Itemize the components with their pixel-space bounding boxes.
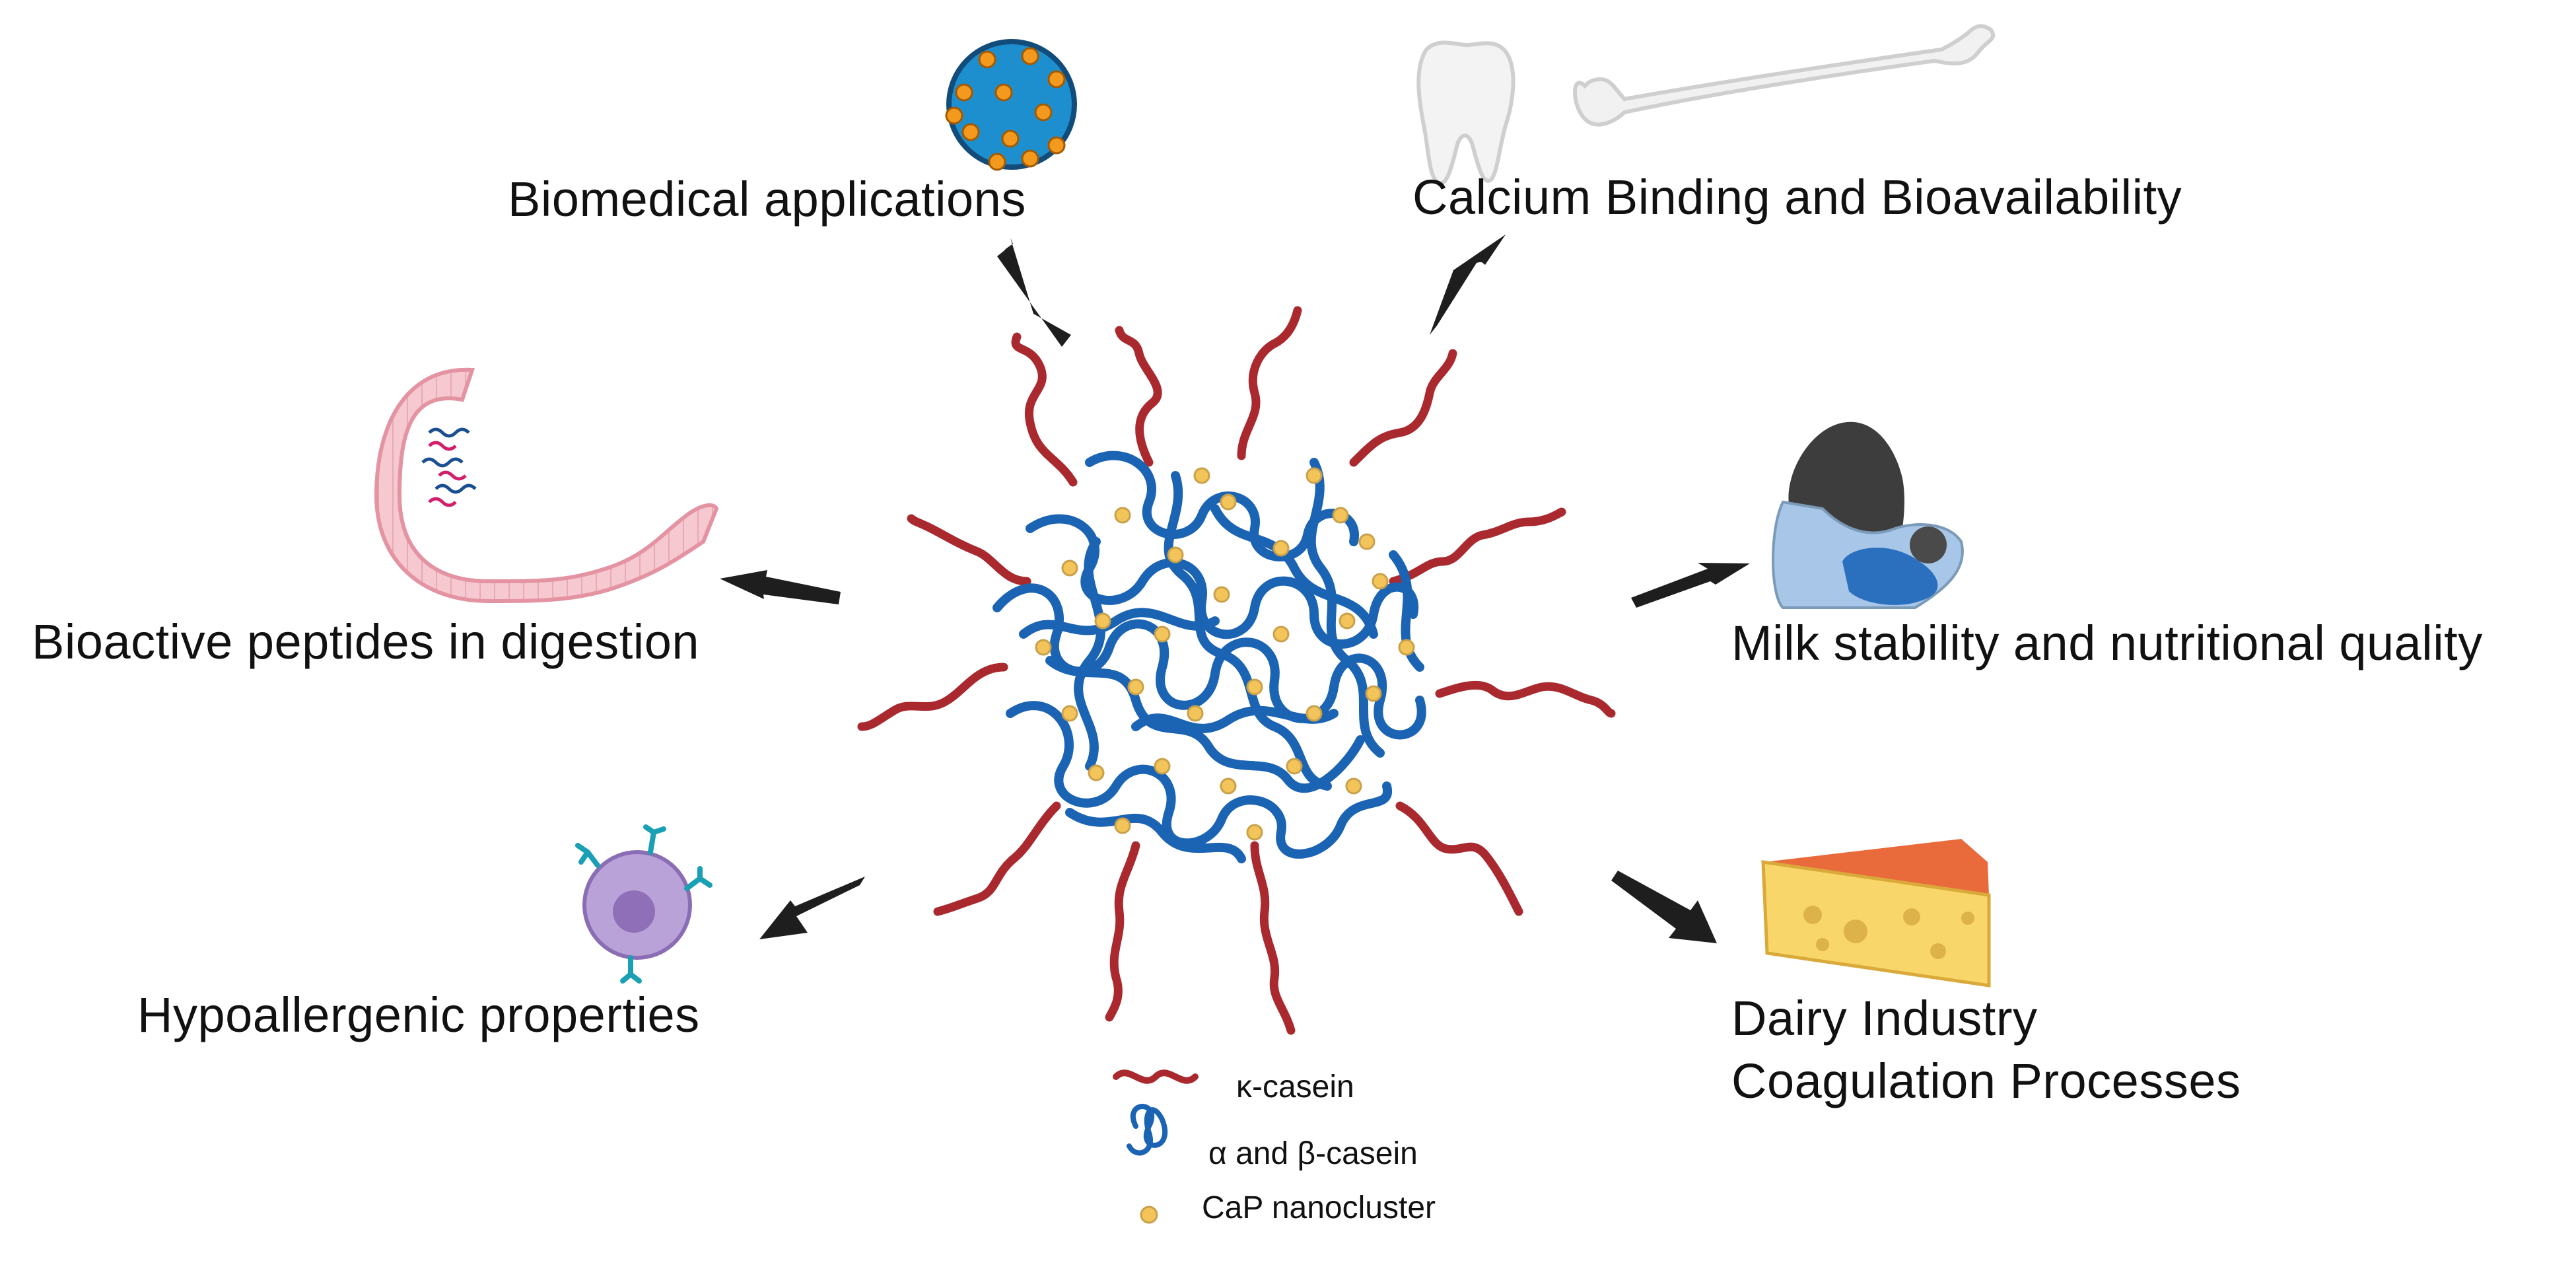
label-coagulation-processes: Coagulation Processes	[1731, 1054, 2241, 1108]
arrows	[720, 234, 1750, 943]
legend-alpha-beta-casein: α and β-casein	[1208, 1136, 1418, 1171]
label-calcium-binding: Calcium Binding and Bioavailability	[1412, 170, 2182, 225]
legend-kappa-casein: κ-casein	[1236, 1069, 1354, 1104]
legend-kappa-symbol	[1113, 1069, 1199, 1084]
legend-cap-symbol	[1140, 1206, 1158, 1224]
label-bioactive-peptides: Bioactive peptides in digestion	[32, 614, 700, 669]
cheese-icon	[1761, 839, 1991, 988]
cap-nanoclusters	[1035, 467, 1415, 841]
label-hypoallergenic: Hypoallergenic properties	[137, 988, 700, 1042]
intestine-icon	[374, 367, 719, 604]
arrow-to-dairy	[1611, 871, 1717, 943]
casein-micelle	[857, 306, 1616, 1035]
legend-alpha-beta-symbol	[1127, 1104, 1168, 1156]
mother-baby-icon	[1772, 421, 1964, 609]
arrow-to-biomedical	[997, 238, 1071, 347]
alpha-beta-casein-tangle	[992, 450, 1426, 863]
legend-cap-nanocluster: CaP nanocluster	[1202, 1190, 1436, 1225]
arrow-to-calcium	[1430, 234, 1506, 335]
label-milk-stability: Milk stability and nutritional quality	[1731, 616, 2483, 670]
tooth-icon	[1416, 40, 1515, 186]
arrow-to-peptides	[720, 570, 841, 604]
label-dairy-industry: Dairy Industry	[1731, 991, 2038, 1046]
bone-icon	[1573, 24, 1996, 127]
label-biomedical-applications: Biomedical applications	[508, 172, 1026, 227]
arrow-to-milk	[1631, 563, 1750, 608]
arrow-to-hypoallergenic	[759, 877, 865, 939]
immune-cell-icon	[575, 824, 713, 984]
kappa-casein-hairs	[857, 306, 1616, 1035]
nanoparticle-icon	[945, 39, 1077, 171]
